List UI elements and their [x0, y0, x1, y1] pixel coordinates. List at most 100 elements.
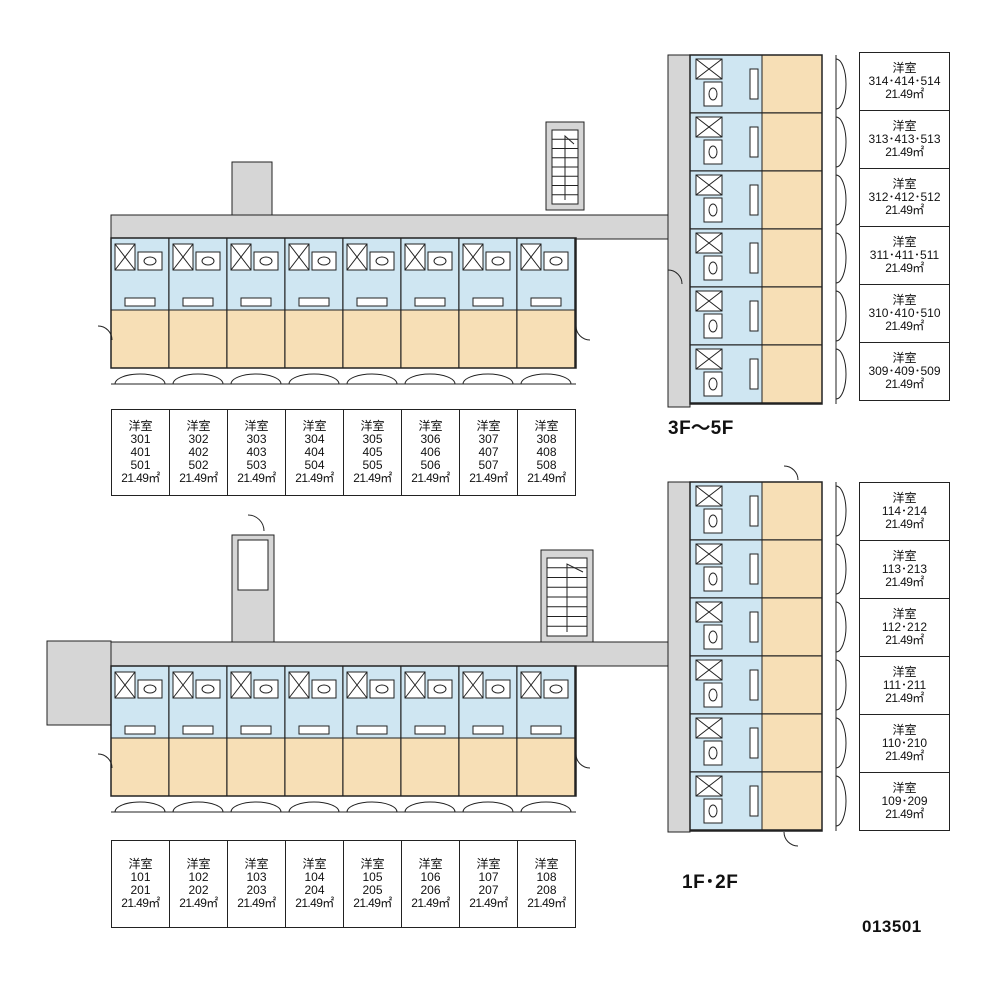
bath-fixture: [695, 485, 723, 507]
room-number: 110･210: [881, 736, 928, 750]
room-area-shape: [761, 170, 823, 230]
balcony-edge: [288, 801, 340, 813]
room-number: 505: [362, 458, 383, 472]
toilet-fixture: [708, 377, 718, 391]
bath-fixture: [695, 601, 723, 623]
room-number: 204: [304, 883, 325, 897]
door-swing: [783, 465, 799, 481]
room-number: 304: [304, 432, 325, 446]
room-area-shape: [761, 228, 823, 288]
room-number: 306: [420, 432, 441, 446]
room-area-shape: [110, 309, 170, 369]
room-number: 406: [420, 445, 441, 459]
entrance-hall: [46, 640, 112, 726]
toilet-fixture: [708, 746, 718, 760]
balcony-edge: [835, 232, 847, 284]
door-swing: [97, 325, 113, 341]
room-type: 洋室: [360, 857, 385, 871]
room-number: 106: [420, 870, 441, 884]
room-area: 21.49㎡: [885, 691, 924, 705]
room-type: 洋室: [476, 857, 501, 871]
room-area: 21.49㎡: [885, 749, 924, 763]
room-number: 101: [130, 870, 151, 884]
room-area: 21.49㎡: [295, 471, 334, 485]
room-number: 507: [478, 458, 499, 472]
room-area: 21.49㎡: [885, 203, 924, 217]
door-swing: [97, 753, 113, 769]
kitchen-counter: [749, 126, 759, 158]
room-number: 311･411･511: [869, 248, 940, 262]
stair-arrow: [564, 134, 575, 200]
corridor: [110, 641, 670, 667]
kitchen-counter: [749, 727, 759, 759]
toilet-fixture: [708, 319, 718, 333]
room-area-shape: [458, 737, 518, 797]
room-number: 502: [188, 458, 209, 472]
room-type: 洋室: [892, 235, 917, 249]
room-area-shape: [516, 737, 576, 797]
kitchen-counter: [749, 300, 759, 332]
room-number: 302: [188, 432, 209, 446]
room-number: 407: [478, 445, 499, 459]
bath-fixture: [695, 232, 723, 254]
room-area: 21.49㎡: [885, 319, 924, 333]
room-area: 21.49㎡: [885, 261, 924, 275]
bath-fixture: [695, 174, 723, 196]
balcony-edge: [835, 174, 847, 226]
bath-fixture: [172, 671, 194, 699]
toilet-fixture: [375, 256, 389, 266]
lower-floor-plan: [46, 465, 847, 847]
room-area-shape: [284, 737, 344, 797]
corridor: [231, 161, 273, 219]
balcony-edge: [230, 373, 282, 385]
room-type: 洋室: [418, 857, 443, 871]
bath-fixture: [172, 243, 194, 271]
kitchen-counter: [414, 297, 446, 307]
room-area-shape: [761, 54, 823, 114]
room-area-shape: [761, 112, 823, 172]
toilet-fixture: [201, 684, 215, 694]
balcony-edge: [835, 543, 847, 595]
bath-fixture: [462, 243, 484, 271]
room-area-shape: [761, 539, 823, 599]
kitchen-counter: [298, 725, 330, 735]
balcony-edge: [835, 290, 847, 342]
balcony-edge: [462, 373, 514, 385]
toilet-fixture: [708, 145, 718, 159]
room-type: 洋室: [892, 491, 917, 505]
balcony-edge: [172, 801, 224, 813]
room-area-shape: [110, 737, 170, 797]
balcony-edge: [404, 801, 456, 813]
balcony-edge: [172, 373, 224, 385]
room-number: 403: [246, 445, 267, 459]
room-type: 洋室: [186, 419, 211, 433]
room-number: 206: [420, 883, 441, 897]
room-number: 314･414･514: [868, 74, 941, 88]
corridor: [110, 214, 670, 240]
kitchen-counter: [298, 297, 330, 307]
kitchen-counter: [749, 184, 759, 216]
room-type: 洋室: [476, 419, 501, 433]
room-area-shape: [761, 655, 823, 715]
room-area-shape: [761, 597, 823, 657]
room-number: 305: [362, 432, 383, 446]
room-type: 洋室: [892, 607, 917, 621]
room-number: 109･209: [881, 794, 928, 808]
toilet-fixture: [259, 684, 273, 694]
bath-fixture: [695, 717, 723, 739]
toilet-fixture: [143, 256, 157, 266]
room-number: 303: [246, 432, 267, 446]
room-area-shape: [226, 309, 286, 369]
room-type: 洋室: [128, 419, 153, 433]
room-area: 21.49㎡: [885, 517, 924, 531]
